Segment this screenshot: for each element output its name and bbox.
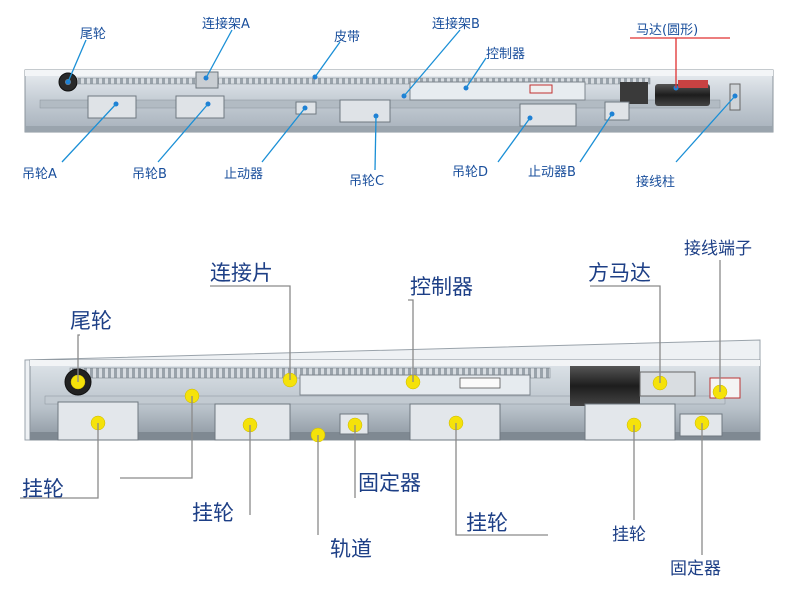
label-stopper-b: 止动器B: [528, 165, 576, 180]
label-controller-top: 控制器: [486, 47, 525, 62]
label-connector-b: 连接架B: [432, 16, 480, 32]
label-hanger-c: 吊轮C: [349, 174, 384, 189]
label-tail-wheel-top: 尾轮: [80, 27, 106, 42]
motor-round-top: [655, 84, 710, 106]
label-terminal-post: 接线柱: [636, 174, 675, 190]
track-bottom: [44, 395, 726, 405]
label-tail-wheel-bottom: 尾轮: [70, 309, 112, 333]
bottom-callout-lines: [20, 260, 721, 555]
controller-top: [409, 81, 586, 101]
label-belt: 皮带: [334, 30, 360, 45]
top-operator-photo: [24, 69, 774, 133]
label-stopper: 止动器: [224, 167, 263, 182]
bottom-operator-photo: [24, 339, 761, 443]
label-motor-round: 马达(圆形): [636, 23, 698, 38]
top-callout-lines: [61, 29, 736, 171]
label-square-motor: 方马达: [588, 261, 651, 285]
label-terminal-block: 接线端子: [684, 239, 752, 259]
label-hanger-1: 挂轮: [22, 477, 64, 501]
label-hanger-2: 挂轮: [192, 501, 234, 525]
label-hanger-a: 吊轮A: [22, 167, 57, 182]
label-connector-plate: 连接片: [210, 261, 273, 285]
label-controller-bottom: 控制器: [410, 275, 473, 299]
label-connector-a: 连接架A: [202, 16, 250, 32]
square-motor-bottom: [570, 366, 640, 406]
label-track: 轨道: [330, 537, 372, 561]
label-fixer-1: 固定器: [358, 471, 421, 495]
label-hanger-d: 吊轮D: [452, 165, 488, 180]
label-hanger-4: 挂轮: [612, 525, 646, 545]
label-hanger-3: 挂轮: [466, 511, 508, 535]
label-hanger-b: 吊轮B: [132, 167, 167, 182]
label-fixer-2: 固定器: [670, 559, 721, 579]
